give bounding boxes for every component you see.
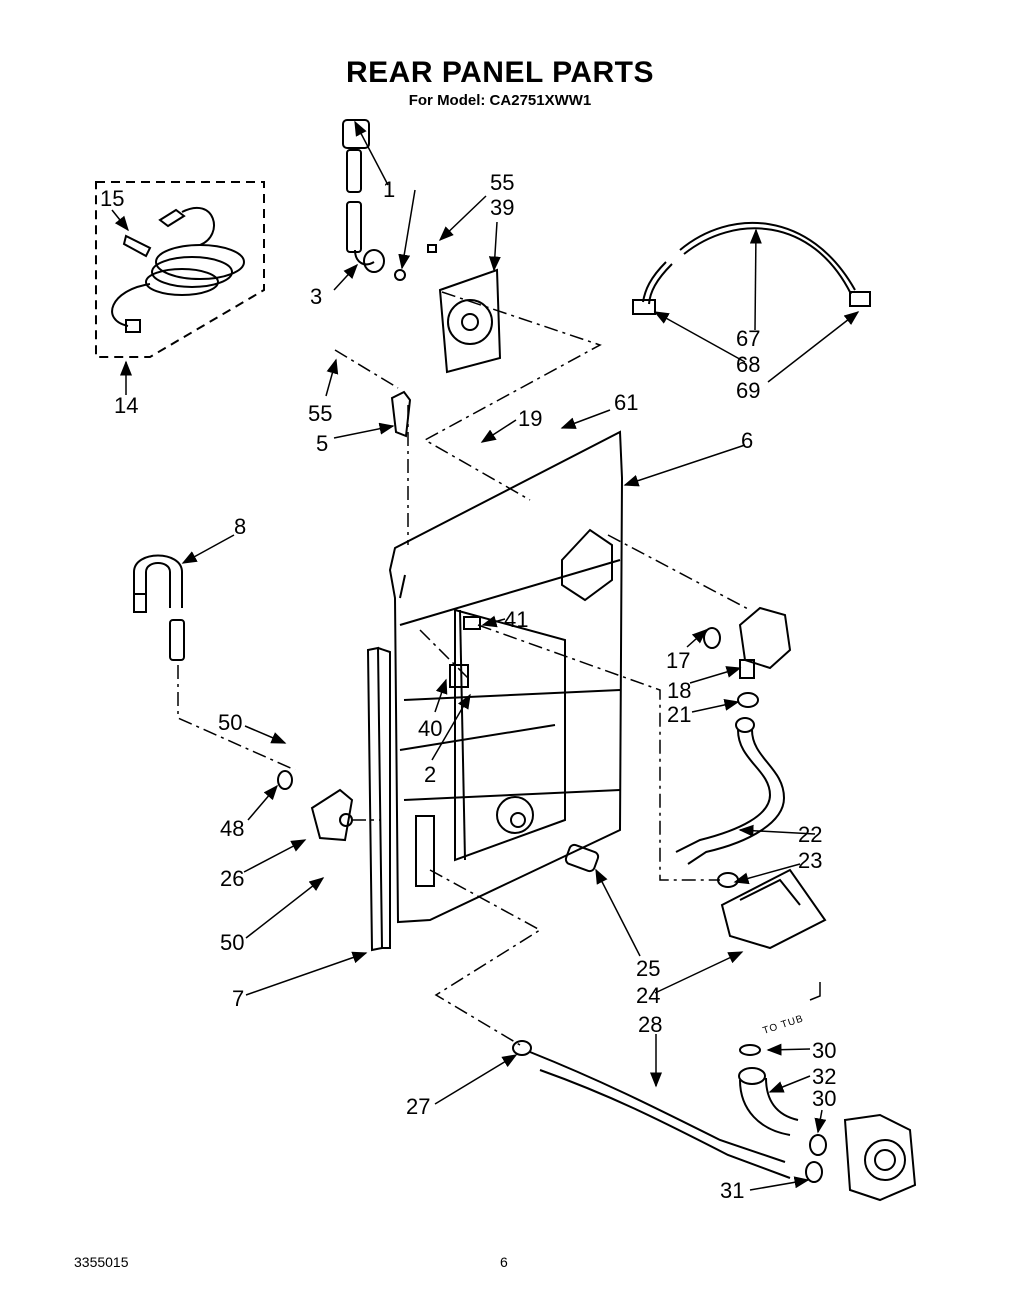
callout-arrows	[111, 120, 860, 1191]
valve-bracket	[427, 244, 502, 374]
callout-label: 50	[218, 710, 242, 735]
hose-connector	[564, 843, 600, 873]
callout-label: 61	[614, 390, 638, 415]
pump-elbow-hose	[738, 1044, 827, 1183]
page-title: REAR PANEL PARTS	[345, 56, 655, 89]
callout-label: 55	[490, 170, 514, 195]
inlet-hose-assembly	[342, 119, 406, 281]
to-tub-note: TO TUB	[762, 982, 821, 1037]
callout-label: 3	[310, 284, 322, 309]
tub-funnel	[717, 868, 827, 950]
power-cord-kit	[95, 181, 265, 358]
pump	[843, 1113, 917, 1202]
callout-label: 48	[220, 816, 244, 841]
callout-label: 28	[638, 1012, 662, 1037]
callout-label: 39	[490, 195, 514, 220]
callout-label: 26	[220, 866, 244, 891]
drain-hose	[512, 1040, 791, 1179]
callout-label: 17	[666, 648, 690, 673]
callout-label: 69	[736, 378, 760, 403]
drain-hose-elbow	[133, 554, 185, 661]
callout-label: 23	[798, 848, 822, 873]
callout-label: 50	[220, 930, 244, 955]
callout-label: 19	[518, 406, 542, 431]
callout-label: 22	[798, 822, 822, 847]
callout-label: 8	[234, 514, 246, 539]
callout-label: 27	[406, 1094, 430, 1119]
callout-label: 6	[741, 428, 753, 453]
callout-labels: 1 3 55 39 15 14 67 68 69 55 5 19 61 6 8 …	[100, 170, 836, 1203]
page-number: 6	[500, 1254, 508, 1270]
callout-label: 55	[308, 401, 332, 426]
side-channel	[366, 646, 391, 952]
callout-label: 25	[636, 956, 660, 981]
callout-label: 32	[812, 1064, 836, 1089]
reference-lines	[177, 291, 751, 1046]
callout-label: 31	[720, 1178, 744, 1203]
callout-label: 14	[114, 393, 138, 418]
callout-label: 30	[812, 1086, 836, 1111]
callout-label: 5	[316, 431, 328, 456]
callout-label: 30	[812, 1038, 836, 1063]
document-number: 3355015	[74, 1254, 129, 1270]
callout-label: 68	[736, 352, 760, 377]
callout-label: 15	[100, 186, 124, 211]
callout-label: 67	[736, 326, 760, 351]
fill-hose	[675, 717, 786, 865]
wire-harness	[632, 221, 871, 315]
callout-label: 24	[636, 983, 660, 1008]
callout-label: 18	[667, 678, 691, 703]
callout-label: 40	[418, 716, 442, 741]
callout-label: 2	[424, 762, 436, 787]
valve-adapter	[277, 770, 354, 842]
to-tub-label: TO TUB	[762, 1013, 806, 1037]
callout-label: 1	[383, 177, 395, 202]
callout-label: 21	[667, 702, 691, 727]
pressure-switch	[703, 606, 792, 708]
model-subtitle: For Model: CA2751XWW1	[408, 92, 592, 109]
callout-label: 7	[232, 986, 244, 1011]
callout-label: 41	[504, 607, 528, 632]
